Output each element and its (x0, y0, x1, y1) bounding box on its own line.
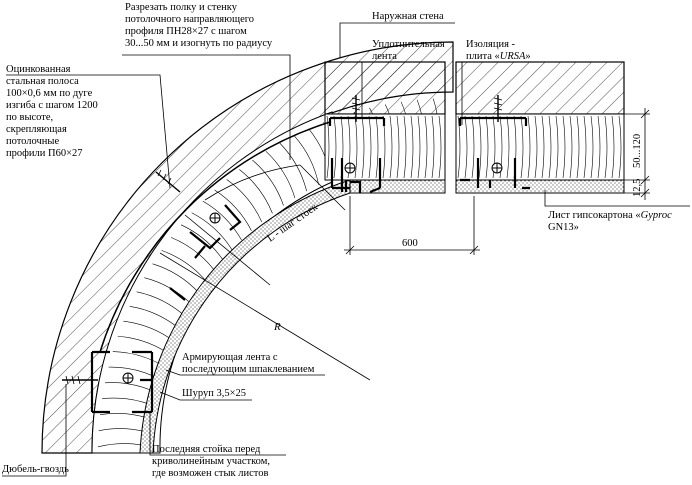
insulation-fiber (576, 115, 580, 179)
screw-3 (209, 212, 221, 224)
insulation-fiber (471, 115, 475, 179)
label-radius: R (273, 321, 281, 333)
stud-arc-3 (169, 287, 186, 301)
label-dim-12-5: 12,5 (632, 179, 643, 197)
label-dim-600: 600 (402, 238, 418, 249)
straight-wall (324, 61, 625, 115)
leaders (2, 22, 690, 477)
anchor-3 (155, 171, 181, 193)
leader-screw (159, 391, 252, 401)
dim-radius-line (159, 252, 371, 381)
leader-last-stud (149, 412, 286, 456)
insulation-fiber (555, 115, 559, 179)
leader-gypsum (544, 190, 690, 207)
insulation-fiber (478, 115, 482, 179)
insulation-fiber (410, 115, 414, 179)
stud-straight-3 (460, 158, 530, 190)
insulation-fiber (180, 224, 224, 261)
insulation-fiber (541, 115, 545, 179)
label-cut-flange: Разрезать полку и стенку потолочного нап… (125, 2, 273, 49)
leader-anchor (2, 384, 67, 477)
label-last-stud: Последняя стойка перед криволинейным уча… (152, 444, 273, 479)
label-galv-strip: Оцинкованная стальная полоса 100×0,6 мм … (6, 64, 100, 159)
label-sealing-tape: Уплотнительная лента (372, 39, 447, 62)
label-anchor: Дюбель-гвоздь (2, 464, 69, 475)
studs (90, 116, 530, 414)
insulation-fiber (417, 115, 421, 179)
insulation-fiber (569, 115, 573, 179)
insulation-fiber (464, 115, 468, 179)
label-gypsum: Лист гипсокартона «Gyproc GN13» (548, 210, 674, 233)
insulation-fiber (438, 115, 442, 179)
insulation-fiber (191, 212, 233, 251)
insulation-fiber (226, 179, 263, 222)
leader-galv-strip (6, 74, 171, 189)
gypsum-board-straight-2 (455, 179, 625, 194)
screw-4 (122, 372, 134, 384)
insulation-fiber (604, 115, 608, 179)
insulation-fiber (424, 115, 428, 179)
screw-1 (344, 162, 356, 174)
dimensions (159, 108, 650, 381)
insulation-fiber (403, 115, 407, 179)
galvanized-strip (99, 121, 331, 353)
label-insulation: Изоляция - плита «URSA» (466, 39, 531, 62)
dim-stud-pitch-arc (204, 164, 301, 201)
insulation-fiber (548, 115, 552, 179)
leader-outer-wall (339, 22, 455, 58)
leader-cut-flange (122, 54, 291, 160)
leader-sealing-tape (361, 61, 430, 118)
insulation-straight (324, 113, 625, 181)
stud-straight-1 (330, 158, 382, 194)
label-dim-50-120: 50...120 (632, 134, 643, 168)
insulation-fiber (265, 151, 296, 199)
leader-reinforcing-tape (165, 369, 325, 376)
insulation-fiber (485, 115, 489, 179)
label-screw: Шуруп 3,5×25 (182, 388, 246, 399)
insulation-fiber (492, 115, 496, 179)
insulation-fiber (611, 115, 615, 179)
insulation-fiber (161, 250, 207, 282)
leader-insulation (461, 61, 530, 125)
insulation-fiber (396, 115, 400, 179)
insulation-fiber (562, 115, 566, 179)
insulation-fiber (499, 115, 503, 179)
insulation-fiber (252, 159, 284, 206)
insulation-fiber (239, 169, 273, 214)
stud-straight-2 (344, 180, 362, 193)
label-outer-wall: Наружная стена (372, 11, 444, 22)
stud-arc-2 (224, 204, 242, 231)
insulation-fiber (375, 115, 379, 179)
insulation-fiber (431, 115, 435, 179)
insulation-fiber (333, 115, 337, 179)
screw-2 (491, 162, 503, 174)
insulation-fiber (170, 237, 215, 271)
insulation-fiber (389, 115, 393, 179)
stud-last-left (90, 350, 110, 414)
gypsum-board-straight-1 (349, 179, 446, 194)
insulation-fiber (202, 200, 242, 241)
insulation-fiber (520, 115, 524, 179)
track-top-2 (458, 116, 528, 126)
label-reinforcing-tape: Армирующая лента с последующим шпаклеван… (182, 352, 315, 375)
insulation-fiber (590, 115, 594, 179)
insulation-fiber (361, 115, 365, 179)
anchors (62, 95, 503, 385)
insulation-fiber (214, 189, 252, 231)
insulation-fiber (368, 115, 372, 179)
screws (122, 162, 503, 384)
insulation-fiber (152, 263, 200, 294)
insulation-fiber (457, 115, 461, 179)
insulation-fiber (534, 115, 538, 179)
insulation-fiber (527, 115, 531, 179)
stud-last (132, 350, 154, 414)
insulation-fiber (583, 115, 587, 179)
insulation-fiber (326, 115, 330, 179)
insulation-fiber (293, 135, 319, 185)
gypsum-board (139, 179, 625, 454)
insulation-fiber (618, 115, 622, 179)
insulation-fiber (597, 115, 601, 179)
insulation-fiber (506, 115, 510, 179)
